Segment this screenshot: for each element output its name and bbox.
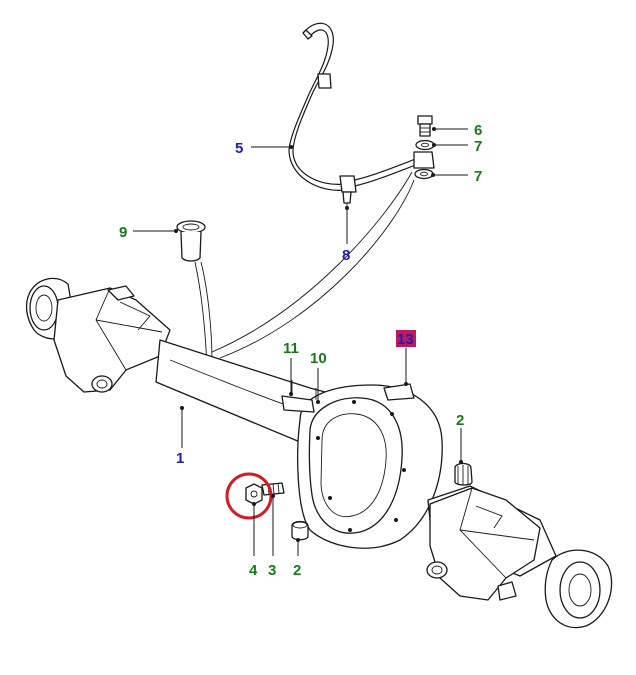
- callout-9: 9: [119, 224, 127, 241]
- callout-6: 6: [474, 122, 482, 139]
- leader-lines: [133, 127, 468, 556]
- callout-1: 1: [176, 450, 184, 467]
- nut: [245, 483, 263, 505]
- callout-8: 8: [342, 247, 350, 264]
- bolt: [261, 482, 285, 496]
- bush: [176, 220, 206, 262]
- callout-7-upper: 7: [474, 138, 482, 155]
- breather-hose: [288, 22, 419, 208]
- callout-5: 5: [235, 140, 243, 157]
- filler-plug-right: [454, 462, 473, 486]
- callout-11: 11: [283, 340, 299, 357]
- axle-casing: [25, 277, 613, 629]
- callout-4: 4: [249, 562, 258, 579]
- callout-2-right: 2: [456, 412, 464, 429]
- callout-13: 13: [397, 331, 414, 348]
- callout-10: 10: [310, 350, 327, 367]
- banjo-fitting: [413, 115, 435, 180]
- callout-3: 3: [268, 562, 276, 579]
- callout-7-lower: 7: [474, 168, 482, 185]
- callout-2-lower: 2: [293, 562, 301, 579]
- drain-plug: [291, 520, 309, 541]
- callout-labels: 1 2 2 3 4 5 6 7 7 8 9 10 11 13: [119, 122, 482, 579]
- callout-13-highlight: [396, 330, 416, 347]
